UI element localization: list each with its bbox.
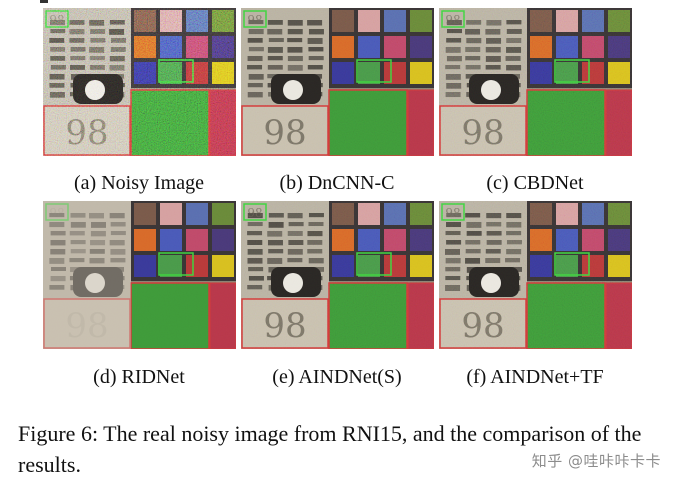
text-block	[89, 249, 105, 254]
text-block	[50, 231, 66, 236]
checker-patch	[134, 203, 156, 225]
checker-patch	[160, 255, 182, 277]
text-block	[110, 249, 126, 255]
text-block	[69, 258, 85, 263]
noise-overlay	[43, 8, 236, 156]
text-block	[90, 231, 106, 237]
text-block	[70, 222, 86, 228]
panel-ridnet: 98 98	[43, 201, 236, 349]
noise-overlay	[439, 201, 632, 349]
text-block	[49, 213, 65, 218]
text-block	[50, 276, 66, 282]
checker-patch	[212, 203, 234, 225]
text-block	[110, 258, 126, 263]
blur-wash	[43, 201, 131, 349]
text-block	[49, 222, 65, 228]
caption-dncnn-c: (b) DnCNN-C	[279, 172, 395, 194]
text-block	[70, 240, 86, 245]
checker-patch	[186, 255, 208, 277]
caption-cbdnet: (c) CBDNet	[486, 172, 584, 194]
zoomed-red-patch	[209, 282, 236, 349]
text-block	[110, 231, 126, 236]
text-block	[110, 222, 126, 227]
checker-patch	[186, 229, 208, 251]
text-block	[109, 213, 125, 219]
text-block	[50, 267, 66, 272]
text-block	[69, 231, 85, 236]
white-ball	[85, 273, 105, 293]
noise-overlay	[241, 201, 434, 349]
checker-patch	[212, 229, 234, 251]
zoomed-inset	[43, 298, 131, 349]
green-roi-box	[158, 252, 194, 276]
text-block	[49, 258, 65, 264]
text-block	[50, 249, 66, 255]
text-block	[49, 285, 65, 290]
zoomed-green-patch	[130, 282, 210, 349]
text-block	[90, 222, 106, 228]
noise-overlay	[241, 8, 434, 156]
caption-aindnet-tf: (f) AINDNet+TF	[466, 366, 604, 388]
caption-ridnet: (d) RIDNet	[93, 366, 185, 388]
caption-noisy-image: (a) Noisy Image	[74, 172, 204, 194]
inset-number: 98	[65, 306, 108, 346]
small-number: 98	[49, 206, 64, 220]
page-fragment-mark	[40, 0, 48, 3]
text-block	[89, 213, 105, 219]
text-block	[90, 240, 106, 246]
checker-patch	[160, 203, 182, 225]
caption-aindnet-s: (e) AINDNet(S)	[272, 366, 402, 388]
green-roi-box-small	[45, 203, 69, 221]
checker-patch	[186, 203, 208, 225]
checker-patch	[212, 255, 234, 277]
text-block	[50, 240, 66, 246]
checker-patch	[160, 229, 182, 251]
checker-patch	[134, 255, 156, 277]
figure-caption: Figure 6: The real noisy image from RNI1…	[18, 421, 642, 477]
text-block	[109, 240, 125, 246]
checker-patch	[134, 229, 156, 251]
text-block	[89, 258, 105, 264]
watermark: 知乎 @哇咔咔卡卡	[531, 452, 661, 470]
text-block	[70, 213, 86, 218]
text-block	[70, 249, 86, 254]
noise-overlay	[439, 8, 632, 156]
